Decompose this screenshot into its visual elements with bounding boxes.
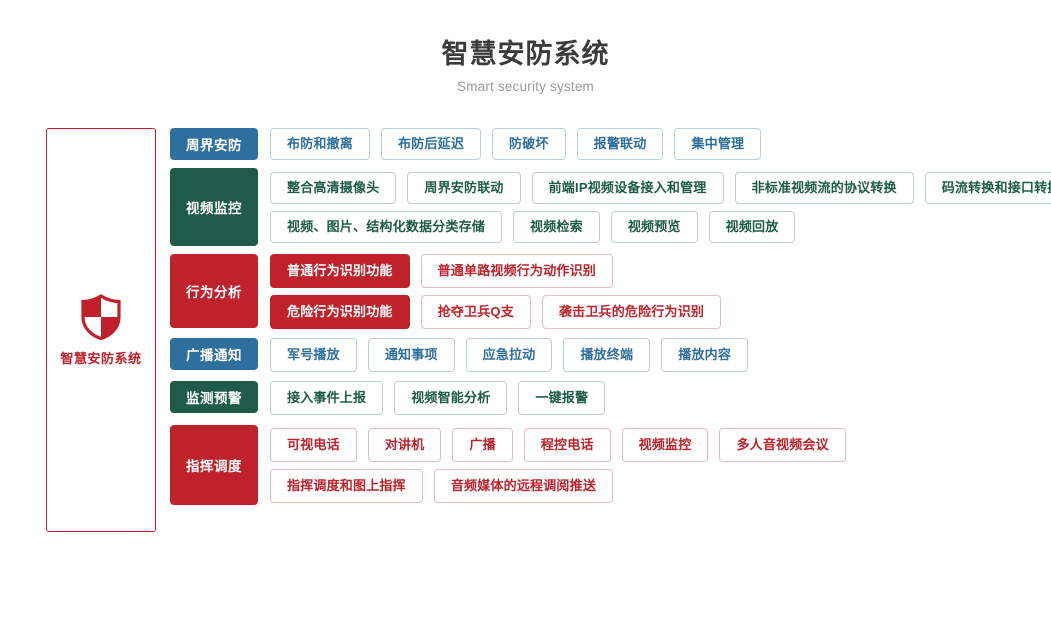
feature-box[interactable]: 多人音视频会议: [719, 427, 846, 462]
page-header: 智慧安防系统 Smart security system: [0, 0, 1051, 94]
category-items: 整合高清摄像头周界安防联动前端IP视频设备接入和管理非标准视频流的协议转换码流转…: [270, 168, 1051, 246]
brand-label: 智慧安防系统: [60, 350, 142, 366]
feature-box[interactable]: 码流转换和接口转换: [924, 171, 1051, 204]
item-line: 视频、图片、结构化数据分类存储视频检索视频预览视频回放: [270, 210, 1051, 243]
feature-box[interactable]: 音频媒体的远程调阅推送: [433, 468, 614, 503]
feature-box[interactable]: 非标准视频流的协议转换: [734, 171, 914, 204]
page-title: 智慧安防系统: [441, 39, 610, 69]
feature-box[interactable]: 应急拉动: [465, 338, 553, 372]
category-label-1[interactable]: 周界安防: [170, 128, 258, 160]
feature-box[interactable]: 可视电话: [270, 427, 357, 462]
category-label-2[interactable]: 视频监控: [170, 168, 258, 246]
feature-box[interactable]: 通知事项: [367, 338, 455, 372]
item-line: 接入事件上报视频智能分析一键报警: [270, 381, 1050, 415]
feature-box[interactable]: 整合高清摄像头: [270, 171, 397, 204]
feature-box[interactable]: 对讲机: [367, 427, 442, 462]
item-line: 指挥调度和图上指挥音频媒体的远程调阅推送: [270, 468, 1050, 503]
feature-box[interactable]: 报警联动: [576, 128, 664, 160]
item-line: 可视电话对讲机广播程控电话视频监控多人音视频会议: [270, 427, 1050, 462]
item-line: 普通行为识别功能普通单路视频行为动作识别: [270, 254, 1050, 288]
feature-box[interactable]: 一键报警: [518, 381, 606, 415]
feature-box[interactable]: 程控电话: [523, 427, 611, 462]
shield-icon: [80, 293, 122, 340]
feature-box[interactable]: 播放终端: [563, 338, 651, 372]
item-line: 危险行为识别功能抢夺卫兵Q支袭击卫兵的危险行为识别: [270, 295, 1050, 329]
feature-box[interactable]: 普通单路视频行为动作识别: [420, 254, 614, 288]
feature-box[interactable]: 布防后延迟: [381, 128, 482, 160]
feature-box[interactable]: 视频智能分析: [394, 381, 508, 415]
category-row: 行为分析普通行为识别功能普通单路视频行为动作识别危险行为识别功能抢夺卫兵Q支袭击…: [170, 254, 1050, 329]
feature-box[interactable]: 军号播放: [270, 338, 357, 372]
page-subtitle: Smart security system: [457, 78, 594, 94]
feature-box[interactable]: 接入事件上报: [270, 381, 384, 415]
category-items: 接入事件上报视频智能分析一键报警: [270, 381, 1050, 415]
item-line: 整合高清摄像头周界安防联动前端IP视频设备接入和管理非标准视频流的协议转换码流转…: [270, 171, 1051, 204]
feature-box[interactable]: 视频回放: [708, 210, 796, 243]
feature-box[interactable]: 危险行为识别功能: [270, 295, 410, 329]
category-items: 可视电话对讲机广播程控电话视频监控多人音视频会议指挥调度和图上指挥音频媒体的远程…: [270, 425, 1050, 505]
item-line: 军号播放通知事项应急拉动播放终端播放内容: [270, 338, 1050, 372]
feature-box[interactable]: 视频检索: [513, 210, 600, 243]
category-label-4[interactable]: 广播通知: [170, 338, 258, 370]
feature-box[interactable]: 视频、图片、结构化数据分类存储: [270, 210, 503, 243]
item-line: 布防和撤离布防后延迟防破坏报警联动集中管理: [270, 128, 1050, 160]
feature-box[interactable]: 抢夺卫兵Q支: [420, 295, 531, 329]
feature-box[interactable]: 指挥调度和图上指挥: [270, 468, 423, 503]
feature-box[interactable]: 袭击卫兵的危险行为识别: [541, 295, 722, 329]
category-row: 指挥调度可视电话对讲机广播程控电话视频监控多人音视频会议指挥调度和图上指挥音频媒…: [170, 425, 1050, 505]
category-row: 监测预警接入事件上报视频智能分析一键报警: [170, 381, 1050, 415]
category-row: 周界安防布防和撤离布防后延迟防破坏报警联动集中管理: [170, 128, 1050, 160]
category-label-5[interactable]: 监测预警: [170, 381, 258, 413]
feature-box[interactable]: 视频监控: [621, 427, 709, 462]
category-rows: 周界安防布防和撤离布防后延迟防破坏报警联动集中管理视频监控整合高清摄像头周界安防…: [170, 128, 1051, 512]
feature-box[interactable]: 周界安防联动: [407, 171, 521, 204]
category-items: 布防和撤离布防后延迟防破坏报警联动集中管理: [270, 128, 1050, 160]
feature-box[interactable]: 布防和撤离: [270, 128, 371, 160]
category-items: 普通行为识别功能普通单路视频行为动作识别危险行为识别功能抢夺卫兵Q支袭击卫兵的危…: [270, 254, 1050, 329]
feature-box[interactable]: 普通行为识别功能: [270, 254, 410, 288]
feature-box[interactable]: 播放内容: [661, 338, 749, 372]
category-label-6[interactable]: 指挥调度: [170, 425, 258, 505]
feature-box[interactable]: 集中管理: [674, 128, 762, 160]
feature-box[interactable]: 防破坏: [492, 128, 566, 160]
category-row: 广播通知军号播放通知事项应急拉动播放终端播放内容: [170, 338, 1050, 372]
feature-box[interactable]: 广播: [452, 427, 513, 462]
category-row: 视频监控整合高清摄像头周界安防联动前端IP视频设备接入和管理非标准视频流的协议转…: [170, 168, 1051, 246]
brand-panel: 智慧安防系统: [46, 128, 156, 532]
category-label-3[interactable]: 行为分析: [170, 254, 258, 328]
feature-box[interactable]: 前端IP视频设备接入和管理: [531, 171, 724, 204]
feature-box[interactable]: 视频预览: [610, 210, 698, 243]
category-items: 军号播放通知事项应急拉动播放终端播放内容: [270, 338, 1050, 372]
